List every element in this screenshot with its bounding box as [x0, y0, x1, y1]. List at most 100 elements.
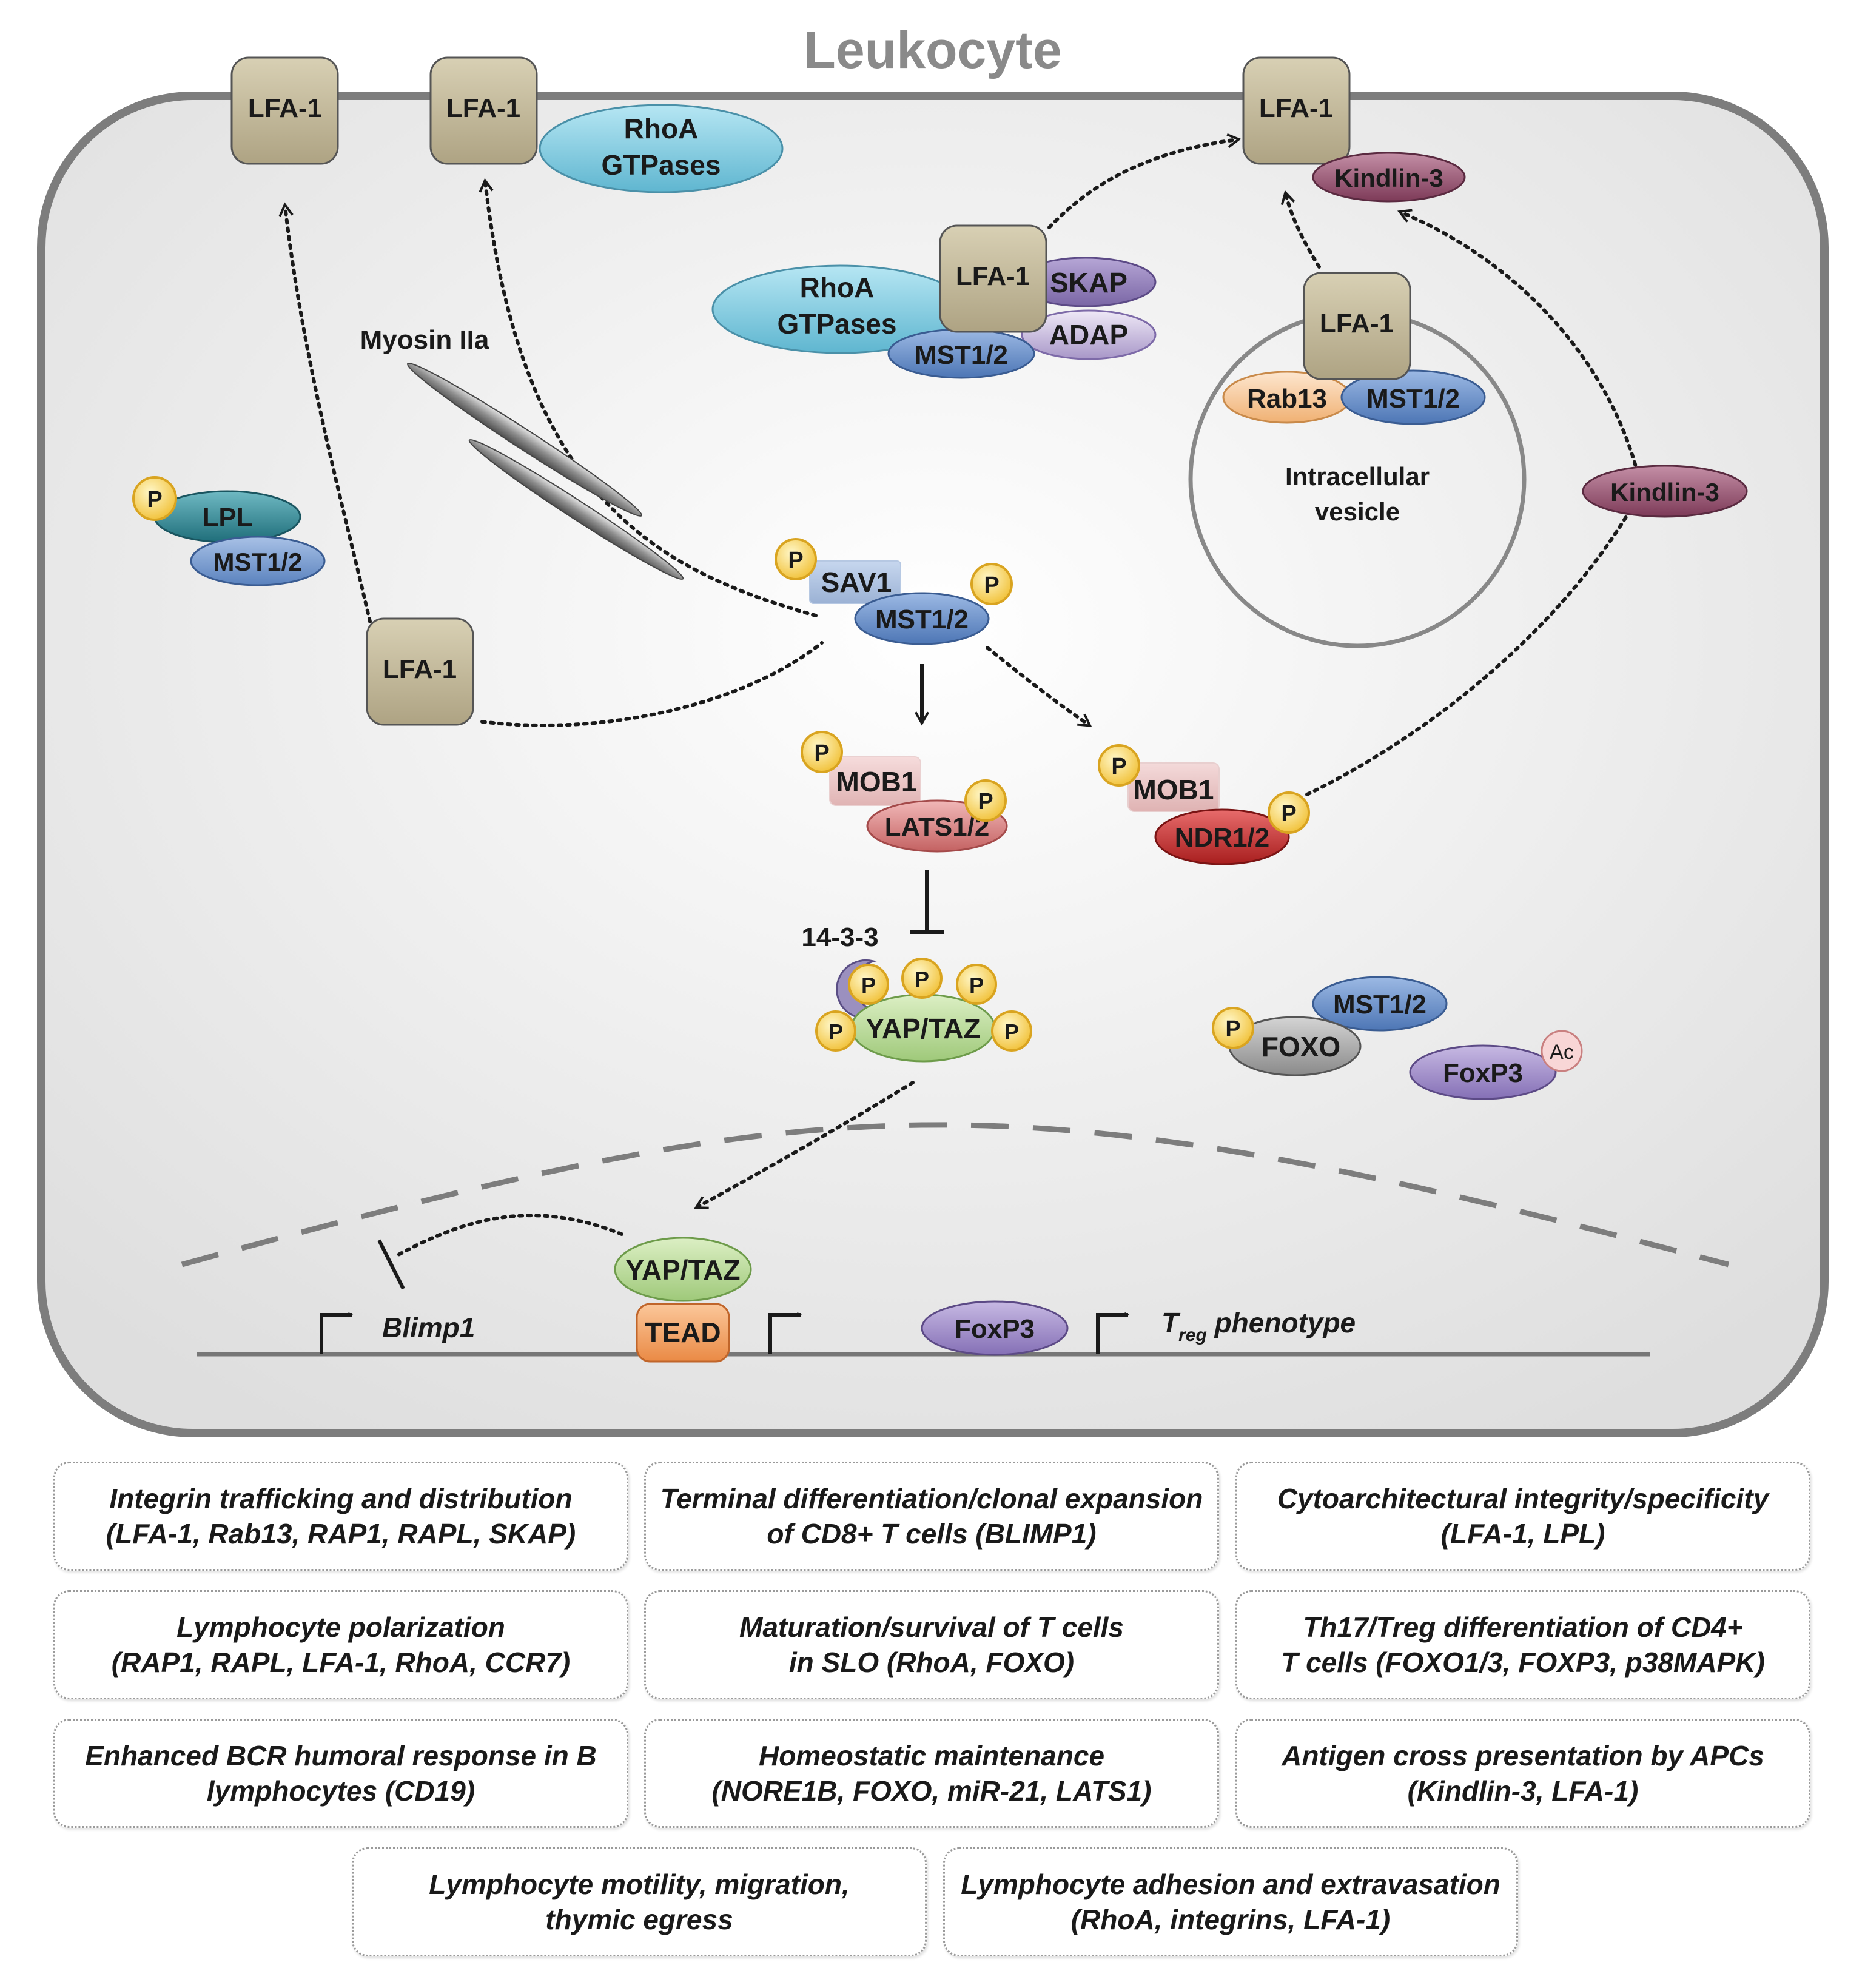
cell-membrane	[37, 92, 1829, 1437]
rhoa-gtpases-membrane: RhoA GTPases	[539, 104, 784, 193]
tead: TEAD	[636, 1303, 730, 1363]
svg-text:LPL: LPL	[202, 503, 252, 532]
svg-text:P: P	[978, 789, 993, 814]
phospho-lats: P	[964, 779, 1007, 822]
svg-text:GTPases: GTPases	[602, 149, 721, 181]
arrow-yap-to-nucleus	[694, 1081, 915, 1209]
function-box-terminal-differentiation: Terminal differentiation/clonal expansio…	[644, 1462, 1219, 1571]
rab13-vesicle: Rab13	[1222, 371, 1352, 424]
svg-text:P: P	[915, 967, 929, 992]
rhoa-gtpases-complex: RhoA GTPases	[711, 264, 969, 354]
svg-text:Kindlin-3: Kindlin-3	[1334, 164, 1443, 192]
foxp3-cytoplasm: FoxP3	[1409, 1044, 1557, 1100]
kindlin3-membrane: Kindlin-3	[1312, 152, 1466, 203]
14-3-3-label: 14-3-3	[801, 922, 878, 952]
svg-text:LFA-1: LFA-1	[1320, 309, 1394, 338]
svg-text:LATS1/2: LATS1/2	[885, 812, 990, 842]
svg-text:Ac: Ac	[1550, 1041, 1574, 1064]
svg-text:YAP/TAZ: YAP/TAZ	[865, 1013, 980, 1044]
svg-text:P: P	[1225, 1016, 1240, 1042]
foxp3-nucleus: FoxP3	[921, 1300, 1069, 1356]
myosin-filament-2	[468, 438, 684, 580]
function-box-motility: Lymphocyte motility, migration,thymic eg…	[352, 1847, 927, 1956]
function-box-adhesion: Lymphocyte adhesion and extravasation(Rh…	[943, 1847, 1518, 1956]
lfa1-membrane-2: LFA-1	[429, 56, 538, 165]
mst12-complex: MST1/2	[887, 328, 1035, 379]
svg-text:TEAD: TEAD	[645, 1317, 721, 1348]
promoter-foxp3	[1096, 1312, 1130, 1354]
inhibition-bar-blimp1	[377, 1239, 405, 1290]
svg-text:P: P	[788, 548, 803, 573]
function-box-th17-treg: Th17/Treg differentiation of CD4+T cells…	[1235, 1590, 1810, 1699]
phospho-mst: P	[970, 563, 1013, 605]
svg-text:FOXO: FOXO	[1262, 1031, 1340, 1063]
arrow-mst-to-ndr	[986, 646, 1092, 727]
arrow-kindlin-to-membrane	[1397, 209, 1639, 475]
arrow-lfa-to-mst	[480, 641, 824, 727]
lfa1-cytoplasm: LFA-1	[366, 617, 474, 726]
mst12-core: MST1/2	[854, 592, 990, 645]
svg-text:MST1/2: MST1/2	[1366, 384, 1460, 414]
svg-text:NDR1/2: NDR1/2	[1175, 823, 1270, 853]
svg-text:Kindlin-3: Kindlin-3	[1610, 478, 1719, 506]
arrow-vesicle-to-lfa-3	[1280, 190, 1321, 269]
myosin-label: Myosin IIa	[360, 325, 489, 355]
svg-text:YAP/TAZ: YAP/TAZ	[625, 1254, 740, 1286]
nuclear-envelope	[181, 1122, 1730, 1268]
svg-text:P: P	[814, 740, 829, 766]
myosin-filament-1	[406, 363, 643, 517]
arrow-lfa-to-membrane-1	[278, 202, 372, 623]
gene-treg-phenotype: Treg phenotype	[1161, 1307, 1356, 1345]
vesicle-label: Intracellular	[1285, 462, 1430, 491]
lfa1-membrane-3: LFA-1	[1242, 56, 1351, 165]
function-box-polarization: Lymphocyte polarization(RAP1, RAPL, LFA-…	[53, 1590, 628, 1699]
phospho-yap-3: P	[956, 964, 997, 1005]
mob1-lats: MOB1	[829, 756, 921, 806]
yap-taz-nucleus: YAP/TAZ	[614, 1237, 752, 1302]
svg-text:MOB1: MOB1	[836, 766, 917, 798]
phospho-ndr: P	[1268, 791, 1310, 834]
acetyl-foxp3: Ac	[1541, 1030, 1583, 1072]
svg-text:MST1/2: MST1/2	[875, 605, 969, 634]
phospho-foxo: P	[1212, 1007, 1254, 1049]
arrow-ndr-to-kindlin	[1305, 495, 1639, 796]
function-box-cytoarchitectural: Cytoarchitectural integrity/specificity(…	[1235, 1462, 1810, 1571]
function-box-homeostatic: Homeostatic maintenance(NORE1B, FOXO, mi…	[644, 1719, 1219, 1828]
phospho-yap-4: P	[815, 1010, 856, 1052]
gene-blimp1: Blimp1	[382, 1312, 475, 1343]
svg-text:LFA-1: LFA-1	[383, 654, 457, 684]
svg-text:RhoA: RhoA	[800, 272, 875, 303]
svg-text:LFA-1: LFA-1	[1259, 93, 1333, 123]
svg-text:P: P	[984, 573, 999, 598]
skap-complex: SKAP	[1015, 257, 1157, 307]
promoter-tead	[768, 1312, 802, 1354]
cell-title: Leukocyte	[804, 21, 1061, 79]
phospho-sav1: P	[775, 538, 817, 580]
svg-text:Rab13: Rab13	[1247, 384, 1327, 414]
sav1: SAV1	[809, 560, 901, 604]
mst12-vesicle: MST1/2	[1340, 369, 1486, 425]
promoter-blimp1	[320, 1312, 354, 1354]
lfa1-vesicle: LFA-1	[1303, 272, 1411, 380]
svg-text:P: P	[828, 1019, 843, 1044]
lfa1-complex: LFA-1	[939, 224, 1047, 333]
svg-text:SKAP: SKAP	[1050, 267, 1127, 298]
svg-text:MST1/2: MST1/2	[1333, 990, 1426, 1019]
arrow-complex-to-lfa-3	[1047, 133, 1242, 229]
svg-text:ADAP: ADAP	[1049, 319, 1128, 351]
phospho-lpl: P	[132, 476, 177, 521]
lfa1-membrane-1: LFA-1	[230, 56, 339, 165]
function-box-antigen-presentation: Antigen cross presentation by APCs(Kindl…	[1235, 1719, 1810, 1828]
kindlin3-cytoplasm: Kindlin-3	[1582, 465, 1748, 518]
mst12-foxo: MST1/2	[1312, 976, 1448, 1032]
svg-text:FoxP3: FoxP3	[955, 1314, 1035, 1344]
svg-text:P: P	[1004, 1019, 1019, 1044]
svg-text:LFA-1: LFA-1	[248, 93, 322, 123]
phospho-yap-5: P	[991, 1010, 1032, 1052]
ndr12: NDR1/2	[1154, 808, 1290, 865]
phospho-mob1-ndr: P	[1098, 744, 1140, 787]
